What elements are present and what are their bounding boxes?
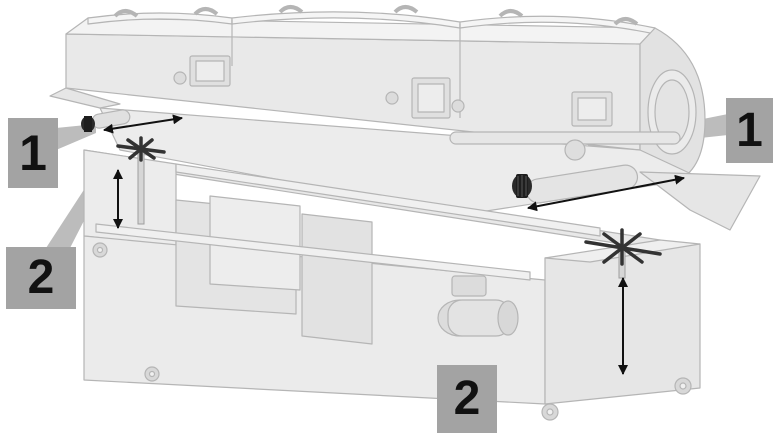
horizontal-double-arrow-icon bbox=[103, 114, 183, 134]
callout-1-left: 1 bbox=[8, 118, 58, 188]
leveling-handwheel-icon bbox=[116, 136, 166, 225]
adjustment-knob-icon bbox=[81, 116, 95, 132]
callout-2-left: 2 bbox=[6, 247, 76, 309]
callout-2-right: 2 bbox=[437, 365, 497, 433]
upper-housing bbox=[65, 5, 706, 183]
casters bbox=[92, 242, 692, 421]
callout-1-right: 1 bbox=[726, 98, 773, 163]
horizontal-double-arrow-icon bbox=[527, 174, 685, 212]
adjustment-knob-icon bbox=[512, 174, 532, 198]
leveling-handwheel-icon bbox=[584, 228, 662, 279]
